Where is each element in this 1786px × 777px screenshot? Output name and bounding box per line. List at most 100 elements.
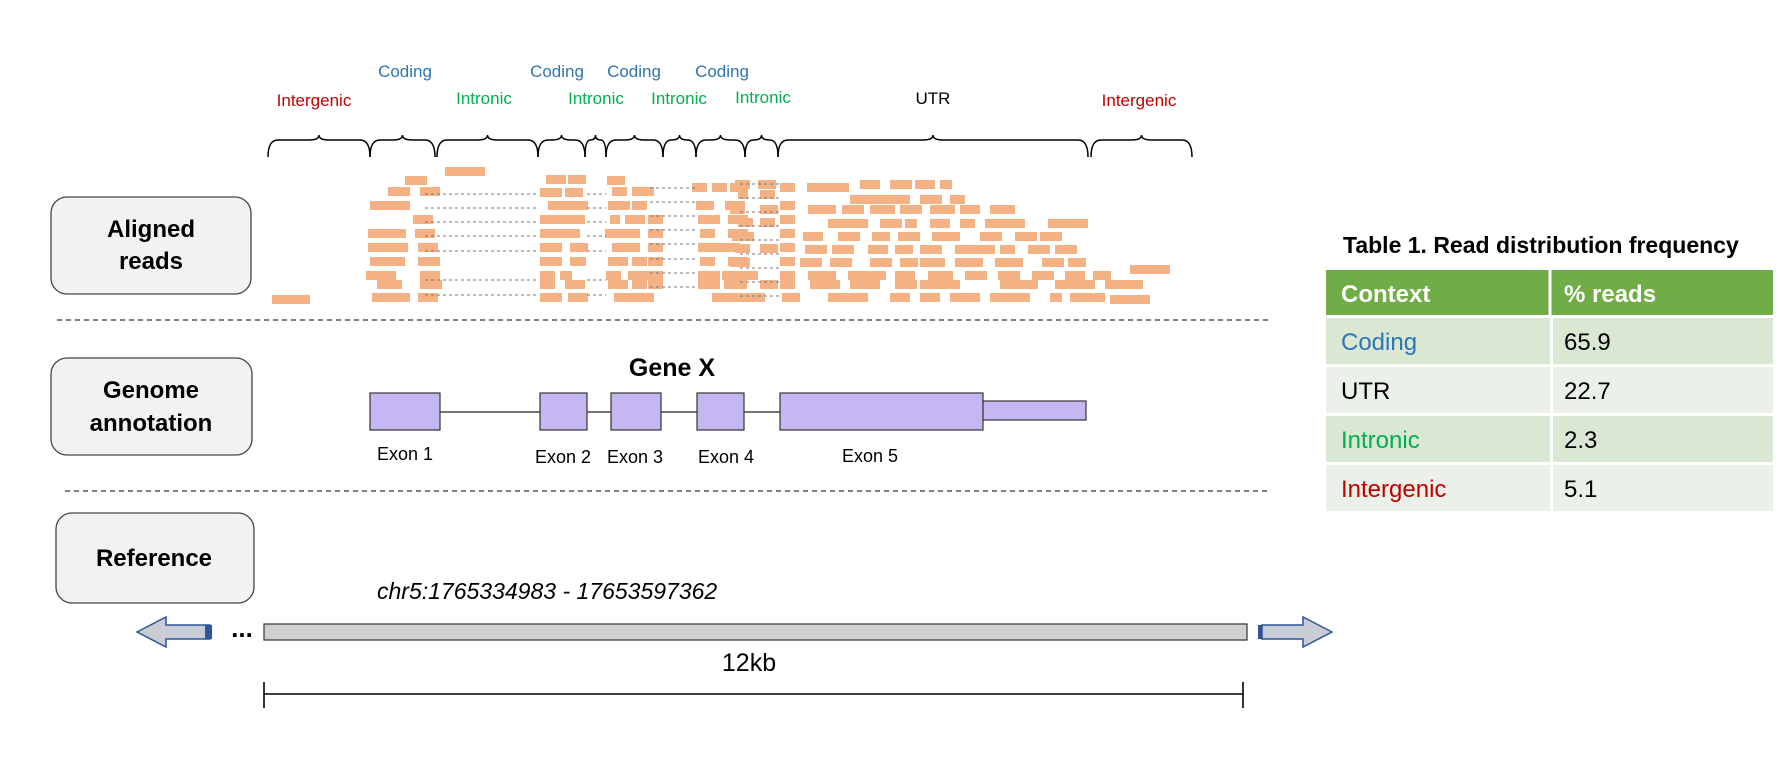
read-segment xyxy=(830,258,852,267)
table-row-value: 65.9 xyxy=(1564,329,1611,356)
read-segment xyxy=(606,271,621,280)
table-row-context: UTR xyxy=(1341,378,1390,405)
table-title: Table 1. Read distribution frequency xyxy=(1343,232,1739,258)
read-segment xyxy=(540,257,562,266)
read-segment xyxy=(608,280,628,289)
read-segment xyxy=(780,215,795,224)
read-segment xyxy=(782,293,800,302)
exon-3-label: Exon 3 xyxy=(607,447,663,467)
read-segment xyxy=(445,167,485,176)
read-segment xyxy=(415,229,435,238)
read-segment xyxy=(546,175,566,184)
read-segment xyxy=(712,183,727,192)
read-segment xyxy=(1065,271,1085,280)
read-segment xyxy=(920,280,960,289)
read-segment xyxy=(418,293,438,302)
table-header-reads: % reads xyxy=(1564,281,1656,308)
genome-annotation-label-line2: annotation xyxy=(90,410,213,437)
table-cell-context xyxy=(1326,465,1550,511)
read-segment xyxy=(1048,219,1088,228)
read-segment xyxy=(870,258,892,267)
context-brace xyxy=(695,134,746,158)
read-segment xyxy=(648,229,663,238)
read-segment xyxy=(724,280,744,289)
read-segment xyxy=(930,205,955,214)
read-segment xyxy=(632,280,647,289)
exon-1-block xyxy=(369,392,441,431)
read-segment xyxy=(928,271,953,280)
read-segment xyxy=(950,293,980,302)
read-segment xyxy=(1105,280,1143,289)
read-segment xyxy=(832,245,854,254)
context-label-intronic: Intronic xyxy=(651,89,707,108)
read-segment xyxy=(895,245,913,254)
read-segment xyxy=(890,180,912,189)
read-segment xyxy=(735,244,750,253)
read-segment xyxy=(692,183,707,192)
read-segment xyxy=(608,201,630,210)
read-segment xyxy=(388,187,410,196)
genome-annotation-label-line1: Genome xyxy=(103,377,199,404)
read-segment xyxy=(730,258,750,267)
read-segment xyxy=(870,205,895,214)
context-label-coding: Coding xyxy=(378,62,432,81)
read-segment xyxy=(995,258,1023,267)
read-segment xyxy=(760,205,778,214)
exon-2-label: Exon 2 xyxy=(535,447,591,467)
panel-genome-annotation: Genome annotation xyxy=(50,357,253,456)
read-segment xyxy=(780,257,795,266)
read-segment xyxy=(808,205,836,214)
read-segment xyxy=(955,258,983,267)
context-label-coding: Coding xyxy=(695,62,749,81)
read-segment xyxy=(370,201,410,210)
ellipsis: ... xyxy=(231,613,253,643)
context-brace xyxy=(662,134,697,158)
read-segment xyxy=(570,243,588,252)
read-segment xyxy=(648,271,663,280)
read-segment xyxy=(605,229,640,238)
read-segment xyxy=(868,245,888,254)
context-brace xyxy=(436,134,539,158)
table-cell-context xyxy=(1326,318,1550,364)
context-braces xyxy=(267,134,1193,158)
read-segment xyxy=(377,280,402,289)
gene-name: Gene X xyxy=(629,354,715,382)
read-segment xyxy=(920,245,942,254)
read-segment xyxy=(1040,232,1062,241)
read-segment xyxy=(568,175,586,184)
table-header-cell-reads xyxy=(1550,270,1773,315)
read-segment xyxy=(880,195,910,204)
read-segment xyxy=(1042,258,1064,267)
read-segment xyxy=(985,219,1025,228)
left-arrow-icon xyxy=(135,615,211,649)
context-labels: IntergenicCodingIntronicCodingIntronicCo… xyxy=(277,62,1177,110)
exon-4-label: Exon 4 xyxy=(698,447,754,467)
read-segment xyxy=(760,190,775,199)
read-segment xyxy=(890,293,910,302)
read-segment xyxy=(648,243,663,252)
table-row-context: Intergenic xyxy=(1341,476,1446,503)
read-segment xyxy=(548,201,588,210)
read-segment xyxy=(930,219,950,228)
read-segment xyxy=(1000,280,1038,289)
right-arrow-icon xyxy=(1261,615,1334,649)
context-label-coding: Coding xyxy=(607,62,661,81)
read-segment xyxy=(700,257,715,266)
read-segment xyxy=(900,205,922,214)
context-label-intergenic: Intergenic xyxy=(277,91,352,110)
read-segment xyxy=(1093,271,1111,280)
read-segment xyxy=(850,280,880,289)
read-segment xyxy=(803,232,823,241)
read-segment xyxy=(698,280,720,289)
read-segment xyxy=(965,271,987,280)
read-segment xyxy=(420,280,442,289)
exon-3-block xyxy=(610,392,662,431)
read-segment xyxy=(722,271,742,280)
read-segment xyxy=(368,243,408,252)
read-segment xyxy=(372,293,410,302)
read-segment xyxy=(700,229,715,238)
read-segment xyxy=(1055,245,1077,254)
panel-reference: Reference xyxy=(55,512,255,604)
